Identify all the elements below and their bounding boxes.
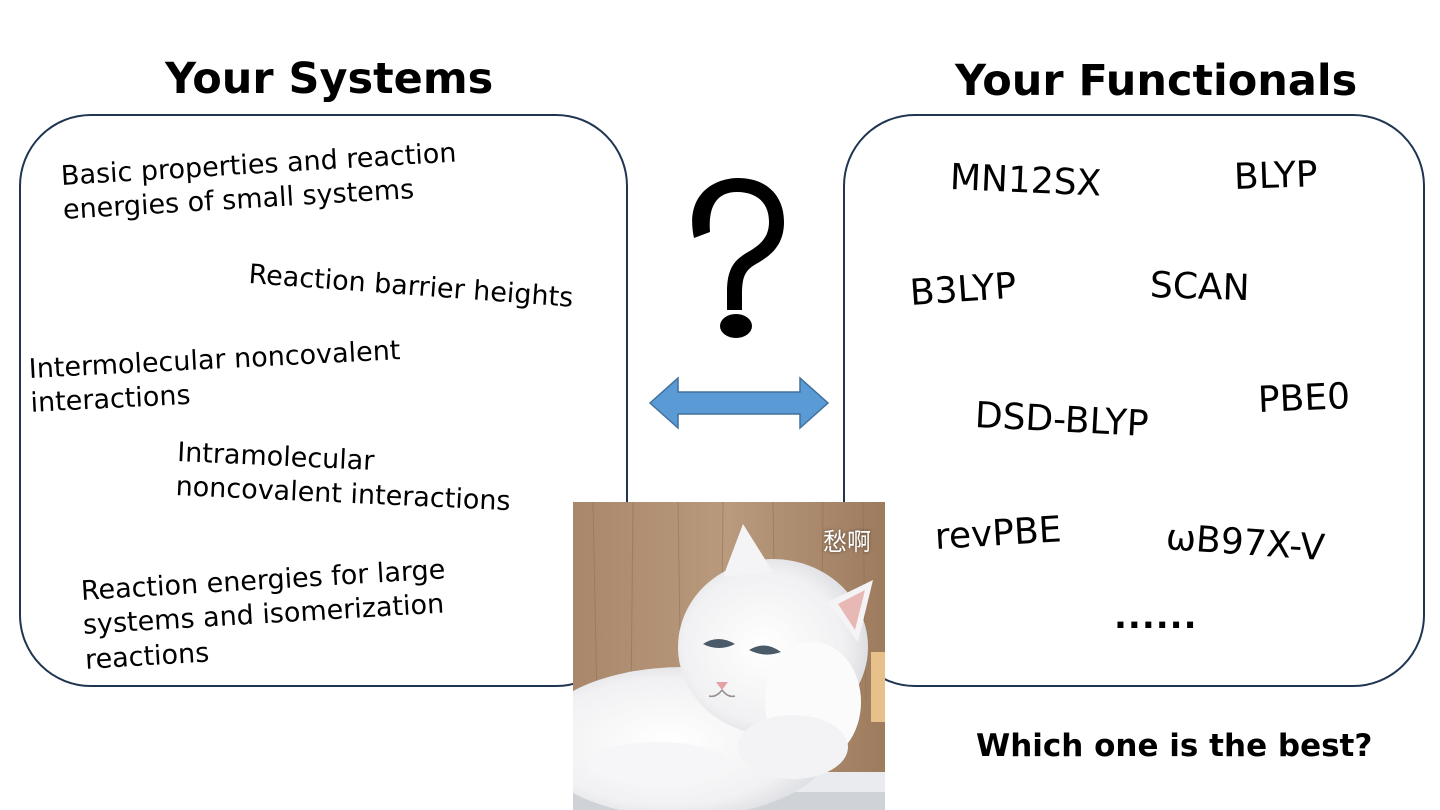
double-headed-arrow-icon xyxy=(648,376,830,430)
functional-more-ellipsis: ...... xyxy=(1114,597,1198,637)
white-cat-photo xyxy=(573,502,885,810)
footer-question: Which one is the best? xyxy=(976,728,1373,764)
meme-caption: 愁啊 xyxy=(823,528,871,556)
functional-blyp: BLYP xyxy=(1233,154,1319,198)
functional-b3lyp: B3LYP xyxy=(908,265,1018,314)
systems-heading: Your Systems xyxy=(165,54,494,104)
functional-revpbe: revPBE xyxy=(933,509,1063,558)
functional-dsd-blyp: DSD-BLYP xyxy=(973,395,1150,446)
functionals-panel xyxy=(843,114,1425,687)
functional-pbe0: PBE0 xyxy=(1257,376,1351,421)
functional-scan: SCAN xyxy=(1149,265,1251,310)
functional-mn12sx: MN12SX xyxy=(949,157,1103,205)
meme-cat-image: 愁啊 xyxy=(573,502,885,810)
functionals-heading: Your Functionals xyxy=(955,56,1358,106)
systems-panel xyxy=(19,114,628,687)
question-mark-glyph xyxy=(692,178,784,338)
